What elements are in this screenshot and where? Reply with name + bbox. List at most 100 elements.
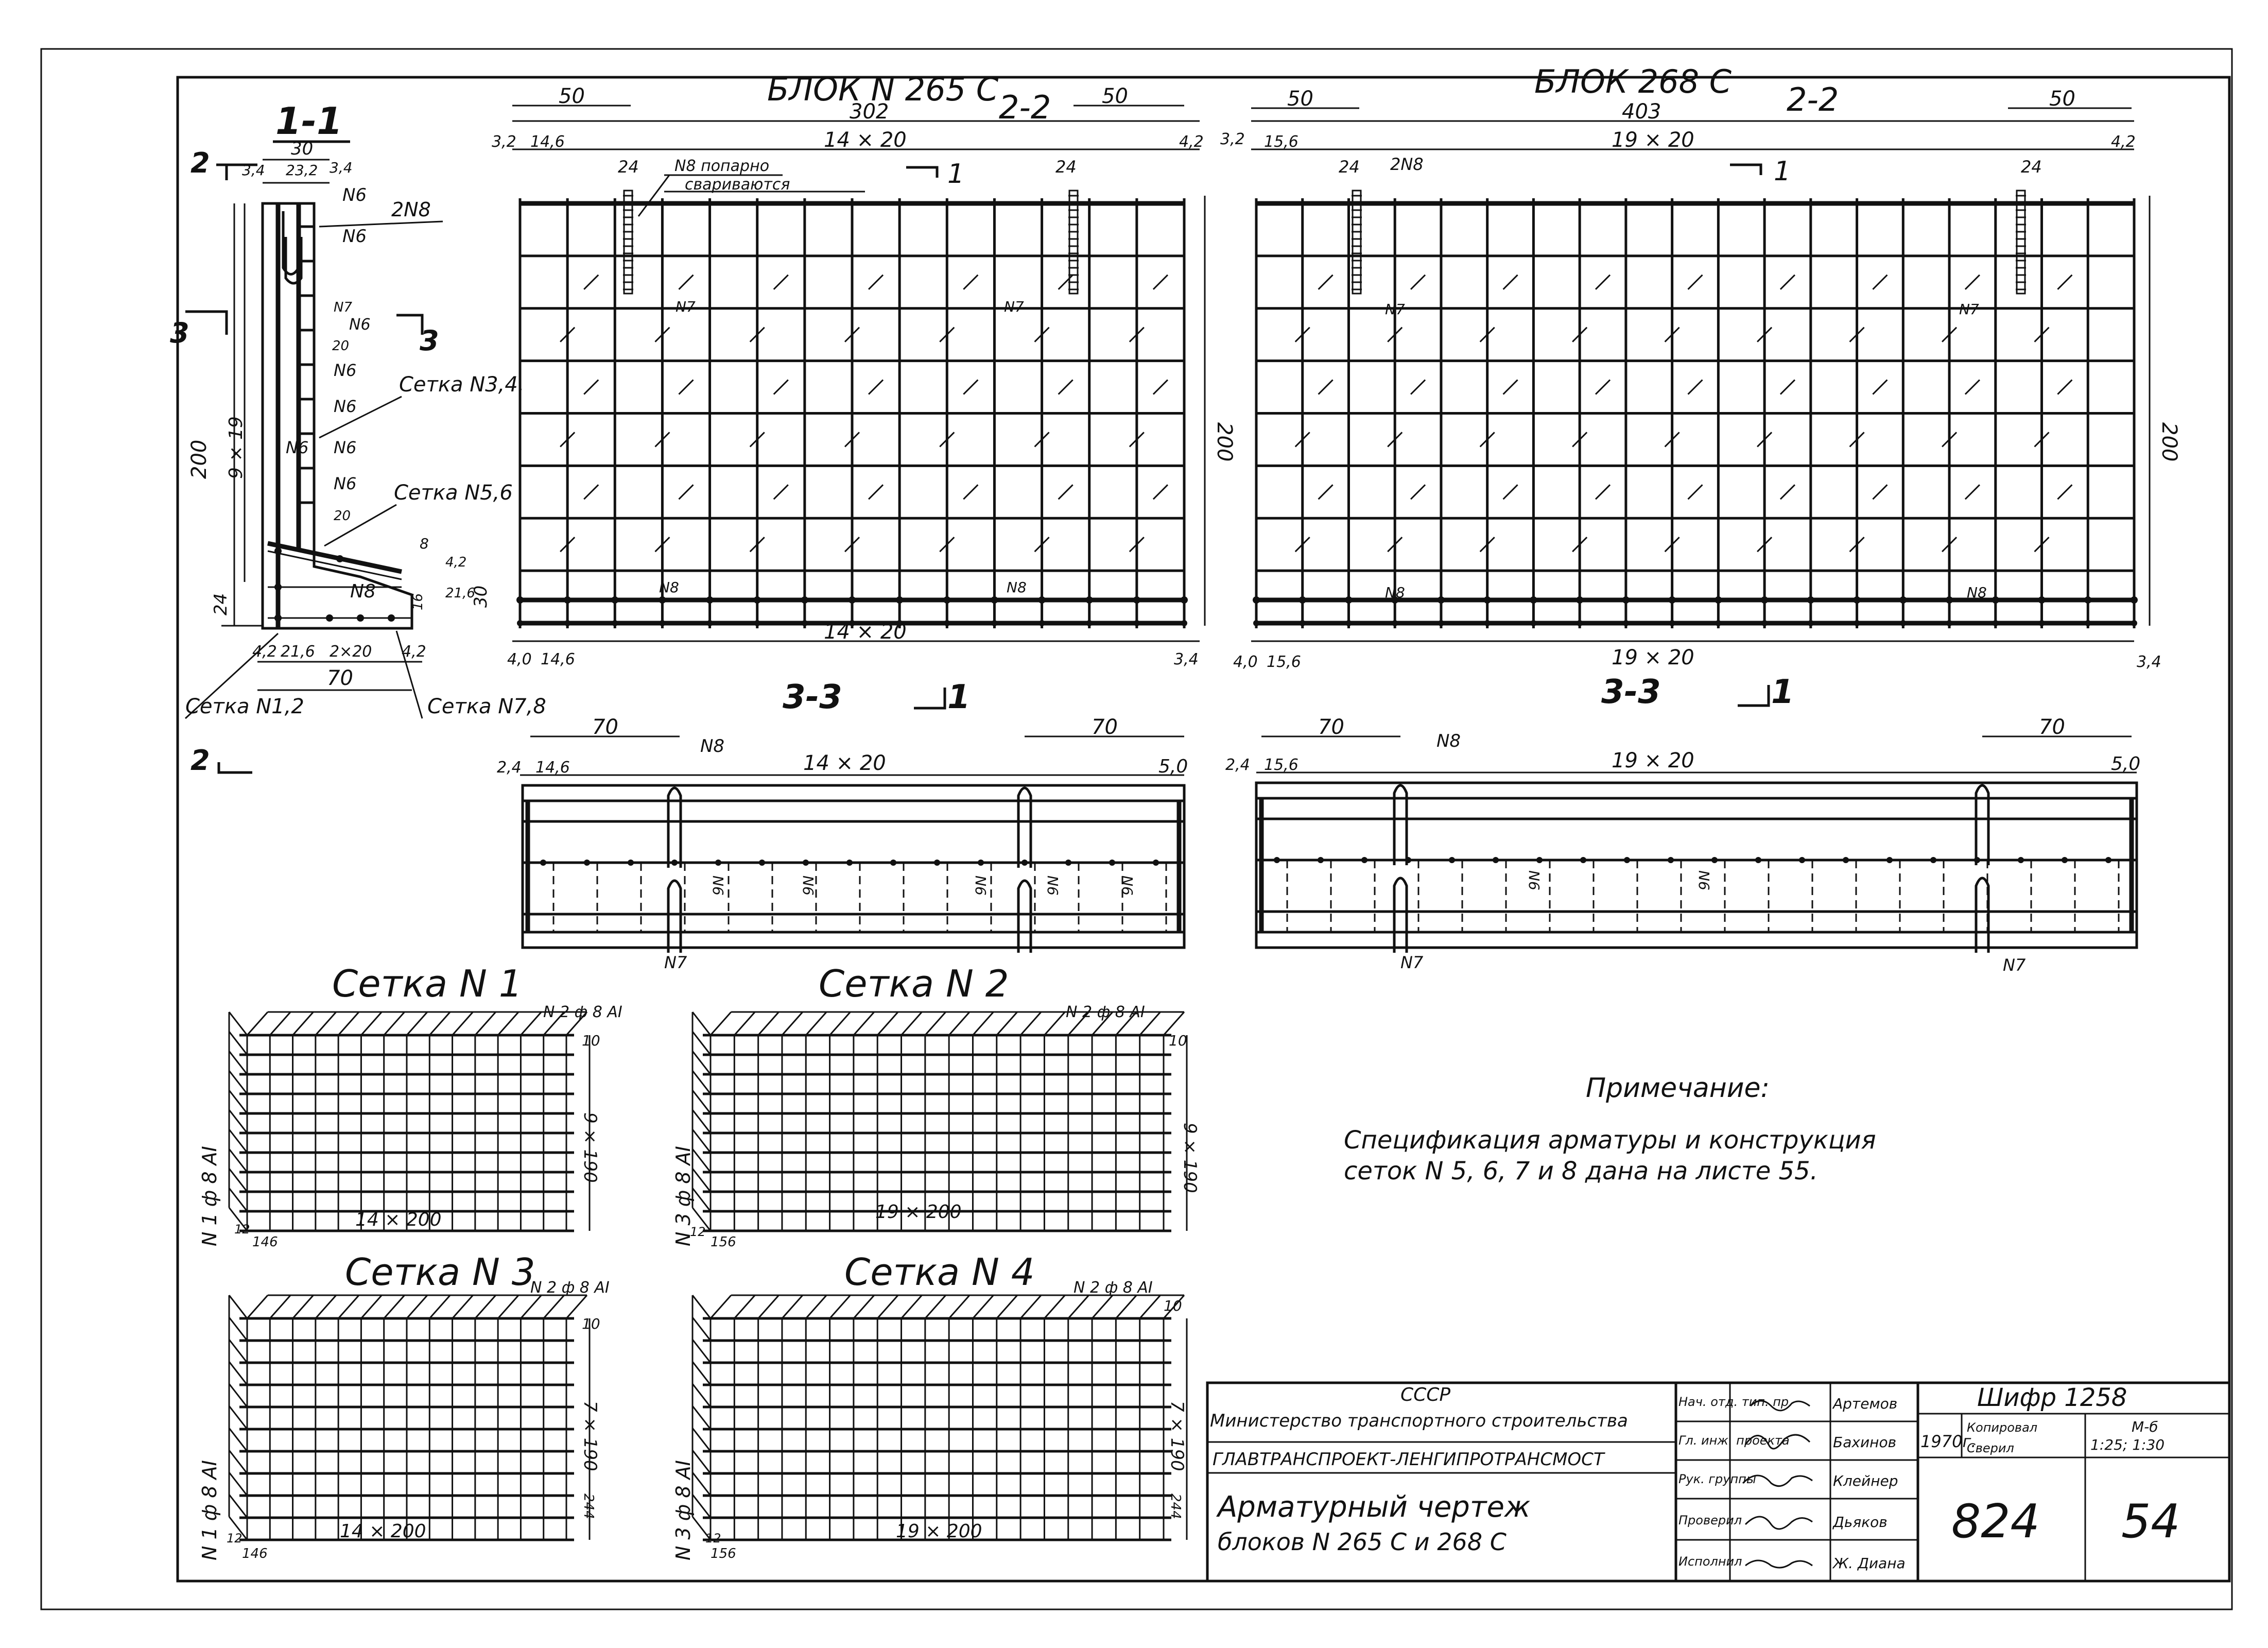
mesh-hatch — [228, 1051, 248, 1075]
bar-dot — [896, 596, 904, 604]
tb-name-2: Бахинов — [1833, 1434, 1896, 1451]
tie-mark — [1318, 274, 1334, 290]
block265-bot-3: 14 × 20 — [824, 620, 907, 644]
setka3-top-small: 10 — [582, 1315, 600, 1332]
tie-mark — [1779, 274, 1796, 290]
bar-dot — [1449, 857, 1455, 863]
tie-mark — [1687, 274, 1703, 290]
tie-mark — [1664, 327, 1680, 342]
sec11-label-20-b: 20 — [334, 508, 351, 524]
mesh-hatch — [429, 1011, 451, 1036]
mesh-hatch — [691, 1317, 712, 1341]
tie-mark — [2034, 432, 2050, 448]
bar-dot — [564, 596, 572, 604]
block265-n8-a: N8 — [659, 579, 679, 596]
setka1-corner-b: 146 — [252, 1234, 278, 1250]
sec33a-bars — [523, 786, 1184, 953]
tb-year: 1970г. — [1920, 1432, 1976, 1451]
mesh-hatch — [1115, 1295, 1137, 1319]
bar-dot — [1153, 860, 1159, 866]
bar-dot — [1536, 857, 1543, 863]
block268-bot-1: 4,0 — [1233, 653, 1258, 671]
tie-mark — [844, 432, 860, 448]
mesh-hatch — [691, 1339, 712, 1363]
mesh-hatch — [228, 1188, 248, 1212]
bar-dot — [1038, 596, 1046, 604]
bar-dot — [1946, 596, 1953, 604]
mesh-hatch — [829, 1011, 851, 1036]
signatures — [1742, 1400, 1813, 1569]
bar-dot — [896, 620, 903, 626]
section-3-3-block268: 3-3 1 70 70 2,4 15,6 19 × 20 5,0 N8 N6 N… — [1225, 673, 2140, 975]
tie-mark — [678, 379, 694, 395]
sec33a-title: 3-3 — [783, 678, 842, 716]
mesh-hatch — [691, 1070, 712, 1094]
mesh-hatch — [228, 1090, 248, 1114]
tie-mark — [654, 432, 670, 448]
mesh-hatch — [315, 1295, 337, 1319]
sec11-top-part-2: 23,2 — [286, 162, 318, 179]
tie-mark — [1572, 537, 1588, 553]
bar-dot — [2018, 857, 2024, 863]
tie-mark — [1152, 484, 1168, 500]
bar-dot — [1274, 857, 1280, 863]
lifting-loop — [1352, 190, 1362, 295]
tie-mark — [1687, 484, 1703, 500]
bar-dot — [1483, 596, 1491, 604]
bar-dot — [1622, 596, 1630, 604]
tie-mark — [560, 432, 576, 448]
tie-mark — [1479, 432, 1495, 448]
mesh-hatch — [781, 1295, 804, 1319]
tie-mark — [1410, 484, 1426, 500]
tb-org-3: ГЛАВТРАНСПРОЕКТ-ЛЕНГИПРОТРАНСМОСТ — [1213, 1449, 1605, 1470]
lifting-loop — [1393, 784, 1408, 865]
mesh-hatch — [853, 1011, 875, 1036]
tie-mark — [939, 432, 955, 448]
sec33b-left-dim: 70 — [1318, 715, 1344, 739]
bar-dot — [2038, 596, 2046, 604]
mesh-hatch — [1115, 1011, 1137, 1036]
block268-top-4: 4,2 — [2111, 133, 2136, 151]
sec11-bottom-part-2: 21,6 — [281, 643, 315, 661]
bar-dot — [759, 860, 765, 866]
sec11-right-small-1: 8 — [420, 535, 429, 552]
bar-dot — [706, 620, 713, 626]
mesh-hatch — [734, 1295, 756, 1319]
bar-dot — [659, 596, 666, 604]
bar-dot — [1530, 620, 1537, 626]
lifting-loop — [667, 786, 682, 868]
sec33b-n7-a: N7 — [1400, 953, 1424, 972]
bar-dot — [944, 620, 950, 626]
block268-n8-a: N8 — [1385, 584, 1405, 601]
mesh-hatch — [338, 1295, 360, 1319]
setka4-corner-a: 12 — [705, 1531, 721, 1546]
tie-mark — [1941, 537, 1958, 553]
setka4-right-dim: 7 × 190 — [1167, 1401, 1187, 1471]
bar-dot — [1930, 857, 1936, 863]
bar-dot — [1038, 620, 1045, 626]
setka1-bottom-dim: 14 × 200 — [355, 1209, 442, 1230]
tie-mark — [2057, 379, 2073, 395]
tie-mark — [583, 274, 599, 290]
bar-dot — [753, 596, 761, 604]
mesh-hatch — [520, 1011, 542, 1036]
mesh-hatch — [452, 1295, 474, 1319]
tie-mark — [1410, 274, 1426, 290]
bar-dot — [1392, 620, 1398, 626]
tie-mark — [1294, 432, 1310, 448]
block268-right-dim: 50 — [2049, 87, 2075, 111]
mesh-hatch — [452, 1011, 474, 1036]
tb-name-1: Артемов — [1832, 1395, 1897, 1412]
mesh-hatch — [429, 1295, 451, 1319]
tie-mark — [749, 537, 765, 553]
tb-title-1: Арматурный чертеж — [1216, 1490, 1530, 1524]
sec33a-n8: N8 — [700, 736, 724, 757]
bar-dot — [1086, 620, 1093, 626]
tie-mark — [1757, 327, 1773, 342]
inner-frame — [176, 76, 2231, 1583]
block268-left-dim: 50 — [1287, 87, 1313, 111]
bar-dot — [1899, 596, 1907, 604]
sec11-right-small-3: 21,6 — [445, 586, 475, 601]
tie-mark — [1410, 379, 1426, 395]
block-265c-section-2-2: БЛОК N 265 С 2-2 302 50 50 3,2 14,6 14 ×… — [492, 71, 1236, 668]
